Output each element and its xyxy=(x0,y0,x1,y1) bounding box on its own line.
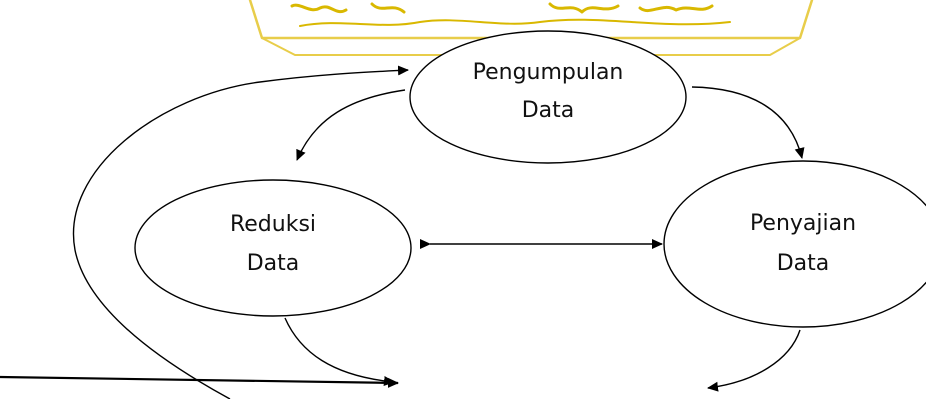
node-reduksi-data: Reduksi Data xyxy=(134,179,412,317)
arrow-reduksi-to-conclusion xyxy=(284,317,395,387)
node-penyajian-data: Penyajian Data xyxy=(663,160,926,328)
feedback-loop-arrow xyxy=(72,65,409,399)
conclusion-input-line xyxy=(0,375,399,388)
node-pengumpulan-label-2: Data xyxy=(522,98,575,123)
node-penyajian-label-1: Penyajian xyxy=(750,211,856,236)
node-pengumpulan-data: Pengumpulan Data xyxy=(409,30,687,164)
arrow-pengumpulan-to-reduksi xyxy=(296,89,406,161)
arrow-pengumpulan-to-penyajian xyxy=(691,86,805,159)
node-pengumpulan-label-1: Pengumpulan xyxy=(473,60,624,85)
node-penyajian-label-2: Data xyxy=(777,251,830,276)
arrow-penyajian-to-conclusion xyxy=(707,329,801,392)
node-reduksi-label-1: Reduksi xyxy=(230,212,316,237)
node-reduksi-label-2: Data xyxy=(247,251,300,276)
